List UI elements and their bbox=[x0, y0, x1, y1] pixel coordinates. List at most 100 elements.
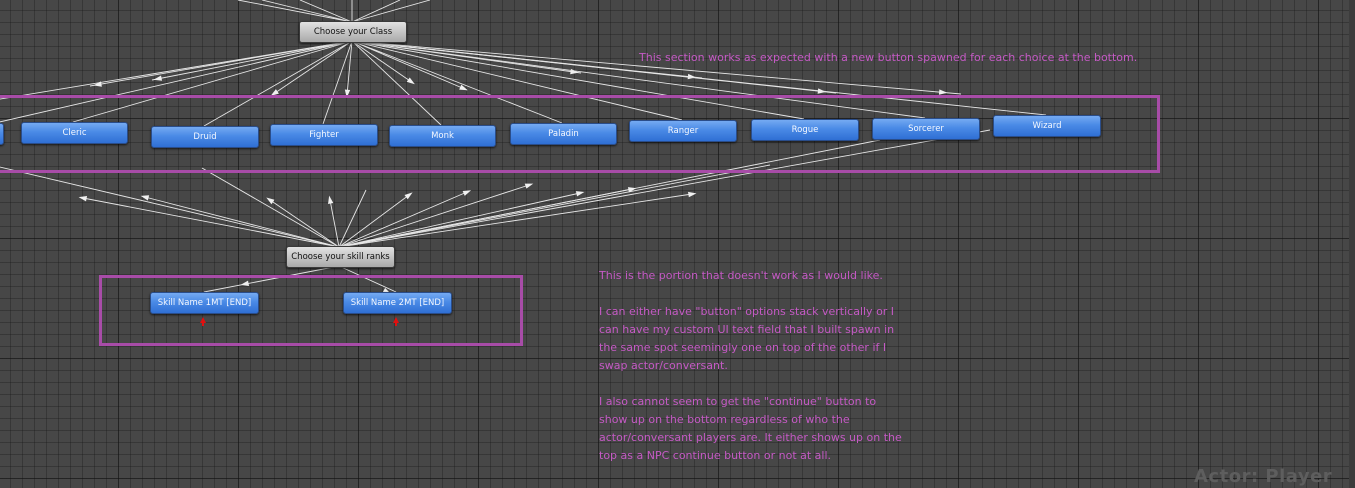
link-arrow-icon bbox=[393, 317, 399, 326]
class-node-sorcerer[interactable]: Sorcerer bbox=[872, 118, 980, 140]
class-node-paladin[interactable]: Paladin bbox=[510, 123, 617, 145]
connector-arrow-icon bbox=[344, 89, 351, 98]
connector-arrow-icon bbox=[406, 77, 415, 85]
annotation-line: swap actor/conversant. bbox=[599, 359, 728, 372]
skill-node-2[interactable]: Skill Name 2MT [END] bbox=[343, 292, 452, 314]
connector-arrow-icon bbox=[270, 89, 279, 96]
connector-line bbox=[151, 40, 353, 81]
connector-line bbox=[351, 40, 468, 91]
actor-label: Actor: Player bbox=[1194, 466, 1333, 487]
connector-line bbox=[351, 40, 1047, 116]
annotation-line: show up on the bottom regardless of who … bbox=[599, 413, 850, 426]
choose-class-node[interactable]: Choose your Class bbox=[299, 21, 407, 43]
choose-skill-node[interactable]: Choose your skill ranks bbox=[286, 246, 395, 268]
choose-class-label: Choose your Class bbox=[313, 27, 393, 37]
connector-line bbox=[329, 199, 340, 248]
annotation-line: I also cannot seem to get the "continue"… bbox=[599, 395, 877, 408]
connector-arrow-icon bbox=[462, 190, 472, 196]
class-node-partial[interactable] bbox=[0, 123, 4, 145]
connector-arrow-icon bbox=[404, 192, 413, 200]
annotation-line: I can either have "button" options stack… bbox=[599, 305, 895, 318]
scrollbar[interactable] bbox=[1349, 0, 1355, 488]
class-node-label: Paladin bbox=[548, 129, 579, 139]
connector-line bbox=[338, 192, 581, 248]
connector-line bbox=[338, 265, 397, 293]
class-node-monk[interactable]: Monk bbox=[389, 125, 496, 147]
connector-line bbox=[351, 0, 401, 23]
connector-line bbox=[338, 164, 771, 248]
connector-arrow-icon bbox=[459, 84, 468, 91]
annotation-top: This section works as expected with a ne… bbox=[639, 49, 1137, 67]
annotation-spacer bbox=[599, 375, 902, 393]
connector-line bbox=[203, 265, 340, 293]
connector-arrow-icon bbox=[524, 183, 534, 189]
annotation-line: can have my custom UI text field that I … bbox=[599, 323, 895, 336]
skill-node-1[interactable]: Skill Name 1MT [END] bbox=[150, 292, 259, 314]
connector-line bbox=[144, 196, 340, 248]
connector-arrow-icon bbox=[328, 195, 334, 205]
link-arrow-icon bbox=[200, 317, 206, 326]
class-node-wizard[interactable]: Wizard bbox=[993, 115, 1101, 137]
class-node-label: Rogue bbox=[791, 125, 819, 135]
connector-arrow-icon bbox=[140, 195, 150, 201]
class-node-label: Fighter bbox=[309, 130, 339, 140]
connector-arrow-icon bbox=[78, 196, 88, 202]
class-node-label: Sorcerer bbox=[908, 124, 944, 134]
connector-line bbox=[346, 40, 353, 96]
connector-line bbox=[338, 194, 410, 248]
connector-line bbox=[0, 40, 353, 123]
connector-arrow-icon bbox=[938, 89, 948, 95]
connector-line bbox=[351, 0, 431, 23]
connector-line bbox=[269, 199, 340, 248]
connector-arrow-icon bbox=[688, 191, 697, 198]
skill-node-label: Skill Name 2MT [END] bbox=[350, 298, 445, 308]
connector-arrow-icon bbox=[687, 73, 696, 80]
annotation-spacer bbox=[599, 285, 902, 303]
connector-line bbox=[82, 197, 340, 248]
connector-arrow-icon bbox=[627, 187, 637, 193]
class-node-cleric[interactable]: Cleric bbox=[21, 122, 128, 144]
choose-skill-label: Choose your skill ranks bbox=[291, 252, 390, 262]
class-node-fighter[interactable]: Fighter bbox=[270, 124, 378, 146]
connector-arrow-icon bbox=[266, 197, 275, 205]
annotation-top-text: This section works as expected with a ne… bbox=[639, 51, 1138, 64]
connector-line bbox=[261, 0, 353, 23]
connector-line bbox=[351, 40, 442, 126]
connector-line bbox=[351, 40, 414, 84]
class-node-label: Wizard bbox=[1032, 121, 1062, 131]
class-node-label: Monk bbox=[431, 131, 454, 141]
skill-options-highlight bbox=[99, 275, 523, 346]
class-node-druid[interactable]: Druid bbox=[151, 126, 259, 148]
connector-line bbox=[351, 40, 805, 120]
connector-line bbox=[338, 189, 367, 248]
connector-line bbox=[201, 167, 340, 248]
annotation-bottom: This is the portion that doesn't work as… bbox=[599, 267, 902, 465]
connector-line bbox=[203, 40, 353, 127]
connector-line bbox=[338, 139, 881, 248]
annotation-line: the same spot seemingly one on top of th… bbox=[599, 341, 887, 354]
connector-line bbox=[89, 40, 353, 87]
connector-line bbox=[338, 193, 693, 248]
connector-arrow-icon bbox=[153, 75, 163, 81]
connector-line bbox=[72, 40, 353, 123]
connector-line bbox=[338, 184, 530, 248]
connector-line bbox=[351, 40, 926, 119]
annotation-line: top as a NPC continue button or not at a… bbox=[599, 449, 832, 462]
connector-line bbox=[322, 40, 353, 125]
class-node-label: Ranger bbox=[667, 126, 699, 136]
annotation-line: actor/conversant players are. It either … bbox=[599, 431, 902, 444]
class-node-rogue[interactable]: Rogue bbox=[751, 119, 859, 141]
connector-line bbox=[351, 40, 683, 121]
connector-line bbox=[271, 40, 353, 96]
connector-arrow-icon bbox=[240, 280, 250, 286]
class-node-label: Cleric bbox=[62, 128, 87, 138]
connector-line bbox=[0, 166, 340, 248]
connector-line bbox=[299, 0, 353, 23]
class-options-highlight bbox=[0, 95, 1160, 173]
annotation-line: This is the portion that doesn't work as… bbox=[599, 269, 883, 282]
connector-line bbox=[351, 40, 962, 95]
connector-line bbox=[351, 40, 563, 124]
connector-arrow-icon bbox=[575, 191, 585, 197]
class-node-ranger[interactable]: Ranger bbox=[629, 120, 737, 142]
